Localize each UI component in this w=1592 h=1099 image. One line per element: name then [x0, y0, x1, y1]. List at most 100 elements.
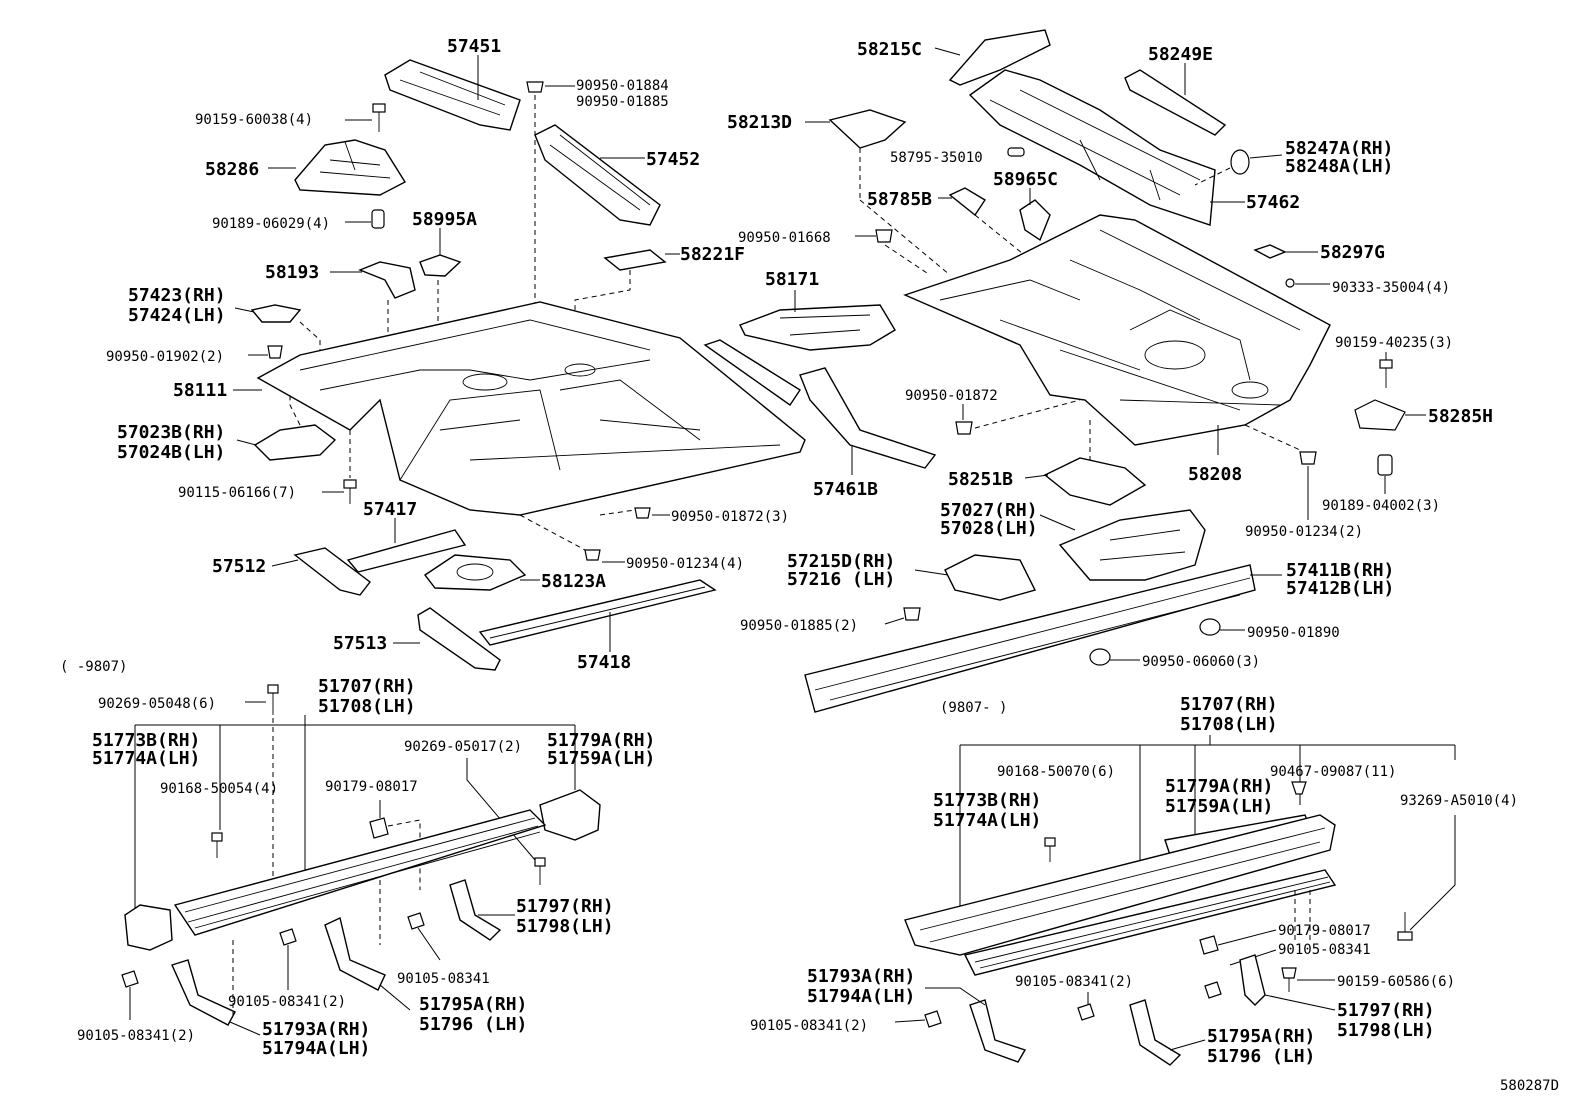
label-L-51707: 51707(RH)	[318, 676, 416, 697]
label-L-90179-08017: 90179-08017	[325, 779, 418, 795]
clip-90950-01872-a	[634, 507, 651, 519]
label-range-left: ( -9807)	[60, 659, 127, 675]
bolt-L-90105-08341	[407, 912, 425, 930]
label-90950-01885: 90950-01885	[576, 94, 669, 110]
part-58286	[294, 139, 406, 196]
label-R-51794A: 51794A(LH)	[807, 986, 915, 1007]
part-57452	[534, 124, 661, 226]
bolt-90269-05048	[267, 684, 279, 715]
label-L-51774A: 51774A(LH)	[92, 748, 200, 769]
label-90950-01668: 90950-01668	[738, 230, 831, 246]
part-58111	[256, 301, 806, 516]
bolt-90189-04002	[1377, 454, 1393, 476]
label-R-51779A: 51779A(RH)	[1165, 776, 1273, 797]
part-58171	[739, 304, 896, 351]
label-58111: 58111	[173, 380, 227, 401]
label-57462: 57462	[1246, 192, 1300, 213]
plug-90950-06060	[1089, 648, 1111, 666]
part-L-51795A	[324, 917, 386, 991]
part-58247A	[1230, 149, 1250, 175]
part-57451	[384, 59, 521, 131]
label-R-90105-08341: 90105-08341	[1278, 942, 1371, 958]
label-R-93269: 93269-A5010(4)	[1400, 793, 1518, 809]
part-57512	[293, 547, 371, 596]
label-R-90179-08017: 90179-08017	[1278, 923, 1371, 939]
label-58965C: 58965C	[993, 169, 1058, 190]
label-L-51797: 51797(RH)	[516, 896, 614, 917]
part-R-51793A	[969, 999, 1027, 1063]
label-58171: 58171	[765, 269, 819, 290]
part-R-51707	[904, 814, 1337, 976]
label-90950-01872-3: 90950-01872(3)	[671, 509, 789, 525]
part-57023B	[253, 424, 337, 461]
label-57424: 57424(LH)	[128, 305, 226, 326]
label-58193: 58193	[265, 262, 319, 283]
label-L-51779A: 51779A(RH)	[547, 730, 655, 751]
label-R-51708: 51708(LH)	[1180, 714, 1278, 735]
label-57423: 57423(RH)	[128, 285, 226, 306]
label-58249E: 58249E	[1148, 44, 1213, 65]
part-58215C	[948, 29, 1051, 86]
bolt-90189-06029	[371, 209, 385, 229]
label-90189-04002: 90189-04002(3)	[1322, 498, 1440, 514]
label-R-51773B: 51773B(RH)	[933, 790, 1041, 811]
label-90950-01884: 90950-01884	[576, 78, 669, 94]
label-90159-60038: 90159-60038(4)	[195, 112, 313, 128]
label-R-51797: 51797(RH)	[1337, 1000, 1435, 1021]
label-R-51774A: 51774A(LH)	[933, 810, 1041, 831]
clip-90950-01668	[875, 229, 893, 243]
label-R-51707: 51707(RH)	[1180, 694, 1278, 715]
label-L-90105-08341-2a: 90105-08341(2)	[228, 994, 346, 1010]
label-58215C: 58215C	[857, 39, 922, 60]
label-57216: 57216 (LH)	[787, 569, 895, 590]
label-57418: 57418	[577, 652, 631, 673]
clip-90950-01234-b	[1299, 451, 1317, 465]
bolt-R-90105-08341-2b	[924, 1010, 942, 1028]
label-R-90105-08341-2a: 90105-08341(2)	[1015, 974, 1133, 990]
clip-90950-01872-b	[955, 421, 973, 435]
part-L-51779A	[539, 789, 601, 841]
part-58297G	[1253, 244, 1287, 259]
label-58213D: 58213D	[727, 112, 792, 133]
screw-93269-A5010	[1397, 912, 1413, 941]
bolt-L-90105-08341-2b	[121, 970, 139, 988]
part-58213D	[828, 109, 907, 149]
bolt-90159-40235	[1379, 359, 1393, 388]
bolt-R-90159-60586	[1281, 967, 1297, 992]
label-range-right: (9807- )	[940, 700, 1007, 716]
part-58193	[358, 261, 416, 299]
label-58995A: 58995A	[412, 209, 477, 230]
part-L-51793A	[171, 959, 236, 1026]
part-58995A	[419, 254, 462, 277]
label-R-90105-08341-2b: 90105-08341(2)	[750, 1018, 868, 1034]
clip-90467-09087	[1291, 781, 1307, 795]
label-90189-06029: 90189-06029(4)	[212, 216, 330, 232]
label-57417: 57417	[363, 499, 417, 520]
label-90950-01872: 90950-01872	[905, 388, 998, 404]
label-58221F: 58221F	[680, 244, 745, 265]
part-R-51797	[1239, 954, 1266, 1006]
label-57215D: 57215D(RH)	[787, 551, 895, 572]
part-57417	[346, 529, 467, 573]
label-L-51795A: 51795A(RH)	[419, 994, 527, 1015]
part-58251B	[1043, 457, 1147, 506]
label-57027: 57027(RH)	[940, 500, 1038, 521]
label-57028: 57028(LH)	[940, 518, 1038, 539]
label-58785B: 58785B	[867, 189, 932, 210]
part-57423	[250, 304, 302, 323]
part-58123A	[423, 554, 527, 591]
label-57024B: 57024B(LH)	[117, 442, 225, 463]
part-58795-35010	[1007, 147, 1025, 157]
label-58285H: 58285H	[1428, 406, 1493, 427]
label-L-90105-08341-2b: 90105-08341(2)	[77, 1028, 195, 1044]
label-58208: 58208	[1188, 464, 1242, 485]
plug-90950-01890	[1199, 618, 1221, 636]
label-57412B: 57412B(LH)	[1286, 578, 1394, 599]
label-58248A: 58248A(LH)	[1285, 156, 1393, 177]
label-90950-01885-2: 90950-01885(2)	[740, 618, 858, 634]
part-58285H	[1354, 399, 1406, 431]
label-L-51773B: 51773B(RH)	[92, 730, 200, 751]
part-57027	[1058, 509, 1206, 581]
bolt-R-90105-08341-b	[1204, 981, 1222, 999]
